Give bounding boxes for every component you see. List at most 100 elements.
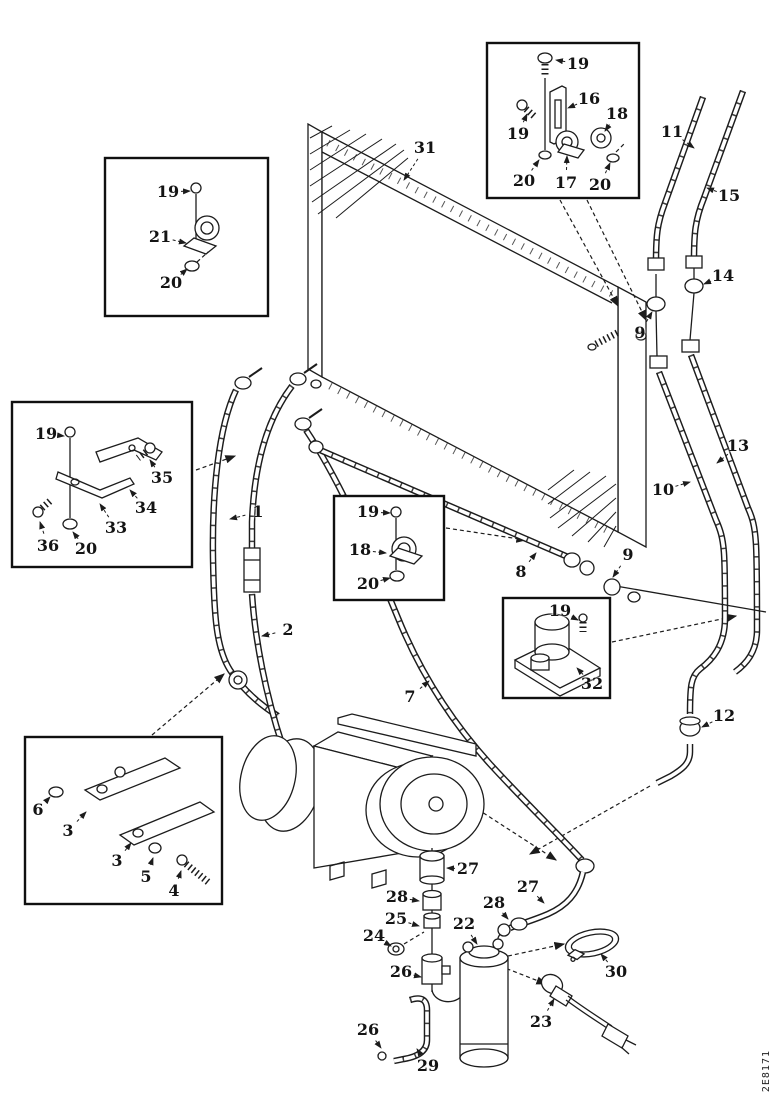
figure-id: 2E8171: [761, 1049, 772, 1092]
callout-8: 8: [515, 562, 527, 581]
hose-1: [213, 367, 278, 716]
callout-27: 27: [516, 877, 540, 896]
callout-20: 20: [159, 273, 183, 292]
callout-13: 13: [726, 436, 750, 455]
leader-line-3: [124, 842, 132, 852]
callout-24: 24: [362, 926, 386, 945]
leader-line-35: [149, 459, 157, 468]
leader-line-1: [229, 514, 246, 521]
detail-box-brackets-33-34: [10, 400, 194, 569]
nut-28b: [510, 917, 528, 931]
callout-33: 33: [104, 518, 128, 537]
bolt-26b: [377, 1051, 387, 1061]
leader-line-13: [716, 453, 729, 464]
hose-2: [243, 363, 318, 744]
pressure-switch-23: [540, 973, 637, 1055]
callout-20: 20: [512, 171, 536, 190]
condenser: [307, 122, 647, 549]
callout-2: 2: [282, 620, 294, 639]
leader-line-18: [604, 123, 612, 132]
leader-line-20: [531, 159, 540, 171]
leader-line-29: [416, 1048, 424, 1057]
callout-20: 20: [74, 539, 98, 558]
leader-line-20: [179, 268, 188, 276]
callout-25: 25: [384, 909, 408, 928]
detail-box-bars-3-4-5: [23, 735, 224, 906]
leader-line-21: [172, 238, 187, 245]
nut-24: [387, 942, 405, 956]
callout-30: 30: [604, 962, 628, 981]
callout-19: 19: [548, 601, 572, 620]
leader-line-20: [380, 576, 391, 583]
callout-19: 19: [356, 502, 380, 521]
callout-20: 20: [356, 574, 380, 593]
leader-line-4: [175, 870, 182, 879]
callout-1: 1: [252, 502, 264, 521]
callout-5: 5: [140, 867, 152, 886]
leader-line-18: [372, 549, 387, 556]
leader-line-5: [147, 857, 154, 866]
leader-line-7: [419, 680, 430, 690]
callout-12: 12: [712, 706, 736, 725]
callout-18: 18: [605, 104, 629, 123]
leader-line-9: [612, 565, 622, 578]
leader-line-3: [76, 811, 87, 822]
leader-line-14: [703, 278, 712, 285]
leader-line-9: [645, 311, 653, 322]
callout-26: 26: [356, 1020, 380, 1039]
callout-28: 28: [385, 887, 409, 906]
callout-11: 11: [660, 122, 684, 141]
tube-8: [308, 440, 767, 613]
callout-17: 17: [554, 173, 578, 192]
callout-9: 9: [634, 323, 646, 342]
leader-line-30: [600, 953, 609, 963]
callout-20: 20: [588, 175, 612, 194]
callout-28: 28: [482, 893, 506, 912]
compressor: [239, 713, 485, 889]
condenser-port: [310, 379, 322, 389]
leader-line-15: [706, 187, 717, 194]
callout-35: 35: [150, 468, 174, 487]
leader-line-10: [675, 481, 691, 487]
callout-19: 19: [34, 424, 58, 443]
callout-6: 6: [32, 800, 44, 819]
leader-line-34: [129, 489, 138, 499]
leader-line-16: [567, 102, 578, 109]
leader-line-17: [563, 155, 570, 171]
leader-line-6: [43, 796, 51, 805]
callout-23: 23: [529, 1012, 553, 1031]
receiver-drier-22: [459, 938, 509, 1068]
callout-15: 15: [717, 186, 741, 205]
callout-32: 32: [580, 674, 604, 693]
callout-18: 18: [348, 540, 372, 559]
leader-line-8: [528, 552, 537, 563]
clamp-ring-30: [564, 928, 620, 962]
leader-line-19: [555, 58, 566, 65]
callout-16: 16: [577, 89, 601, 108]
callout-19: 19: [156, 182, 180, 201]
leader-line-31: [403, 158, 419, 181]
leader-line-22: [470, 934, 478, 945]
callout-4: 4: [168, 881, 180, 900]
callout-27: 27: [456, 859, 480, 878]
leader-line-27: [536, 895, 545, 904]
fitting-chain: [387, 848, 595, 1003]
callout-19: 19: [566, 54, 590, 73]
callout-21: 21: [148, 227, 172, 246]
leader-line-32: [576, 667, 584, 676]
callout-34: 34: [134, 498, 158, 517]
callout-31: 31: [413, 138, 437, 157]
leader-line-23: [546, 998, 555, 1011]
callout-19: 19: [506, 124, 530, 143]
leader-line-33: [99, 503, 110, 518]
tubes-lower-10-13: [649, 292, 757, 783]
callout-10: 10: [651, 480, 675, 499]
callout-36: 36: [36, 536, 60, 555]
leader-line-26: [413, 972, 422, 979]
leader-line-19: [521, 113, 528, 123]
leader-line-20: [72, 531, 80, 540]
